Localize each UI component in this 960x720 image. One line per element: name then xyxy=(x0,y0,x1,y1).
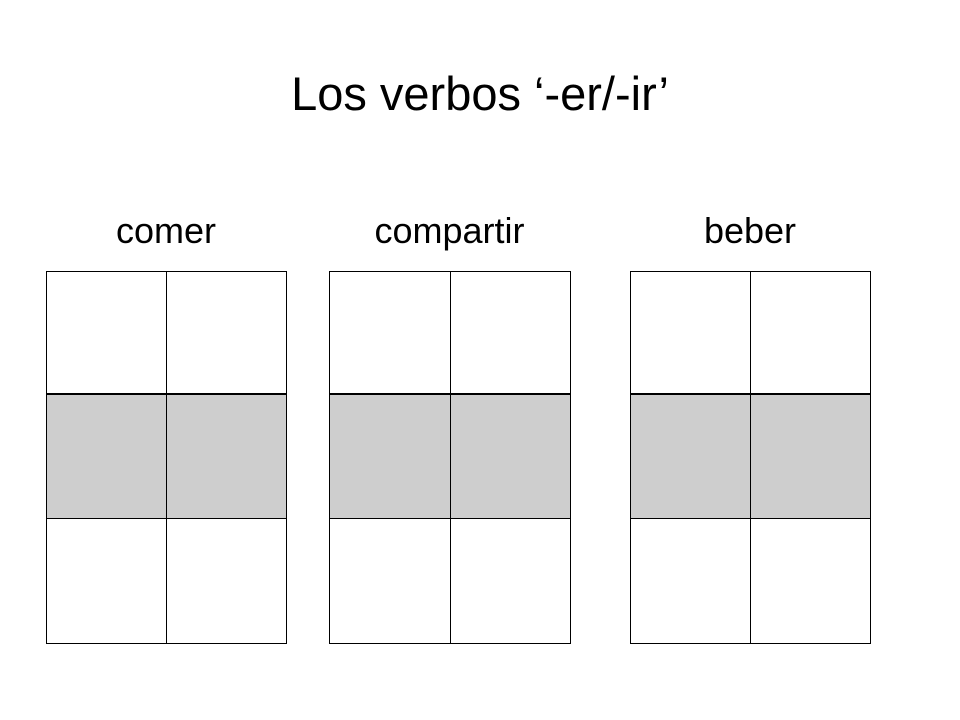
grid-cell-shaded xyxy=(166,394,287,519)
grid-cell xyxy=(166,271,287,395)
grid-cell-shaded xyxy=(449,394,571,519)
grid-cell xyxy=(630,518,751,644)
grid-cell xyxy=(46,518,167,644)
conjugation-grid-comer xyxy=(46,271,287,644)
grid-cell xyxy=(630,271,751,395)
slide-title: Los verbos ‘-er/-ir’ xyxy=(291,67,669,120)
verb-label-comer: comer xyxy=(115,210,217,251)
grid-cell-shaded xyxy=(46,394,167,519)
verb-label-compartir: compartir xyxy=(374,210,525,251)
grid-cell xyxy=(329,271,451,395)
conjugation-grid-beber xyxy=(630,271,871,644)
grid-cell xyxy=(750,518,871,644)
grid-cell xyxy=(46,271,167,395)
grid-cell xyxy=(166,518,287,644)
grid-cell-shaded xyxy=(750,394,871,519)
grid-cell xyxy=(449,518,571,644)
verb-label-beber: beber xyxy=(703,210,797,251)
conjugation-grid-compartir xyxy=(329,271,571,644)
grid-cell-shaded xyxy=(630,394,751,519)
grid-cell-shaded xyxy=(329,394,451,519)
grid-cell xyxy=(750,271,871,395)
grid-cell xyxy=(449,271,571,395)
grid-cell xyxy=(329,518,451,644)
